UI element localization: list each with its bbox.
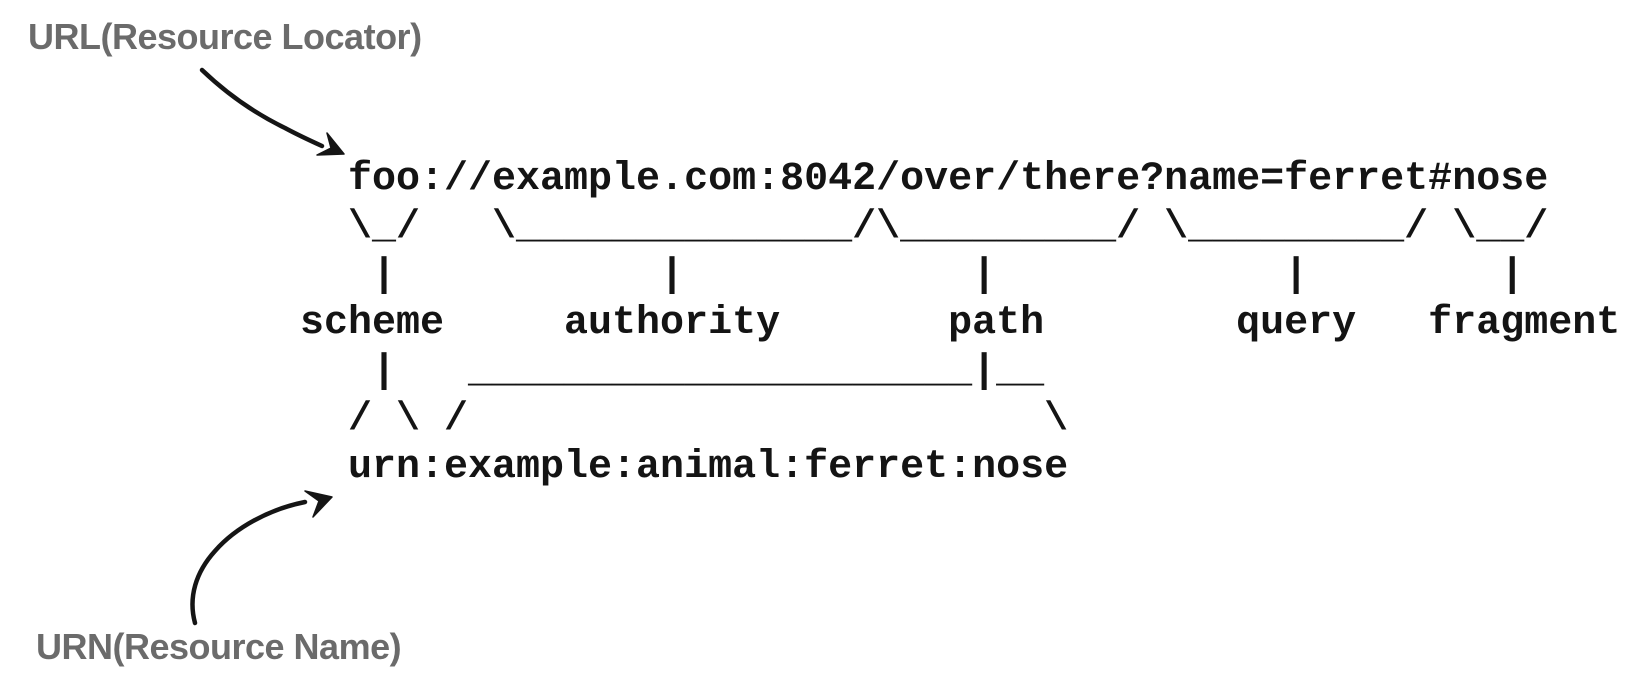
urn-label: URN(Resource Name) [36,626,402,667]
url-label: URL(Resource Locator) [28,16,422,57]
uri-ascii-art: foo://example.com:8042/over/there?name=f… [300,157,1621,490]
url-curved-arrow-icon [199,67,345,156]
urn-curved-arrow-icon [190,490,333,626]
